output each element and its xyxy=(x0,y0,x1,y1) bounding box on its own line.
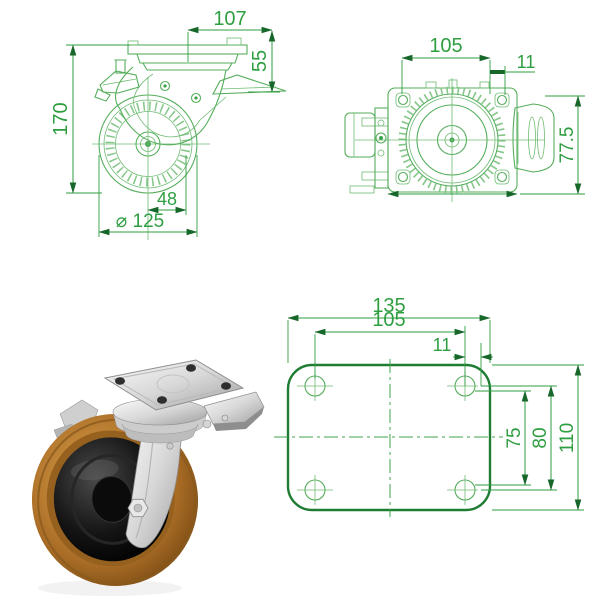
dimension-label: ⌀ 125 xyxy=(116,211,164,232)
dimension-label: 55 xyxy=(249,50,271,72)
dimension-label: 11 xyxy=(433,335,452,355)
side-brake-lever xyxy=(94,59,140,102)
dimension-label: 48 xyxy=(157,189,177,209)
photo-top-plate xyxy=(103,359,245,411)
dimension-label: 75 xyxy=(504,427,525,448)
side-fork xyxy=(115,66,227,146)
mounting-plate-drawing: 135 105 11 75 80 110 xyxy=(274,295,584,517)
dimension-label: 11 xyxy=(517,52,536,72)
plan-brake-bracket xyxy=(344,107,389,194)
side-view-drawing: 107 55 170 48 ⌀ 125 xyxy=(50,8,287,240)
dimension-label: 107 xyxy=(213,8,246,30)
dimension-label: 105 xyxy=(372,309,405,331)
photo-shadow xyxy=(38,580,182,596)
dimension-label: 105 xyxy=(429,35,462,57)
product-photo xyxy=(31,359,265,596)
side-top-plate xyxy=(127,44,248,55)
front-view-drawing: 105 11 77.5 xyxy=(344,35,585,202)
photo-axle-bolt xyxy=(127,498,149,518)
plan-bolt-holes xyxy=(395,92,510,185)
dimension-label: 170 xyxy=(50,102,72,135)
dimension-label: 80 xyxy=(530,427,551,448)
side-wheel xyxy=(92,77,210,240)
plate-bolt-holes xyxy=(297,371,478,505)
plan-wheel-edge xyxy=(512,103,555,173)
dimension-label: 135 xyxy=(372,295,405,317)
dimension-label: 110 xyxy=(557,423,578,453)
photo-brake-pedal xyxy=(202,391,265,431)
dimension-label: 77.5 xyxy=(557,127,578,164)
